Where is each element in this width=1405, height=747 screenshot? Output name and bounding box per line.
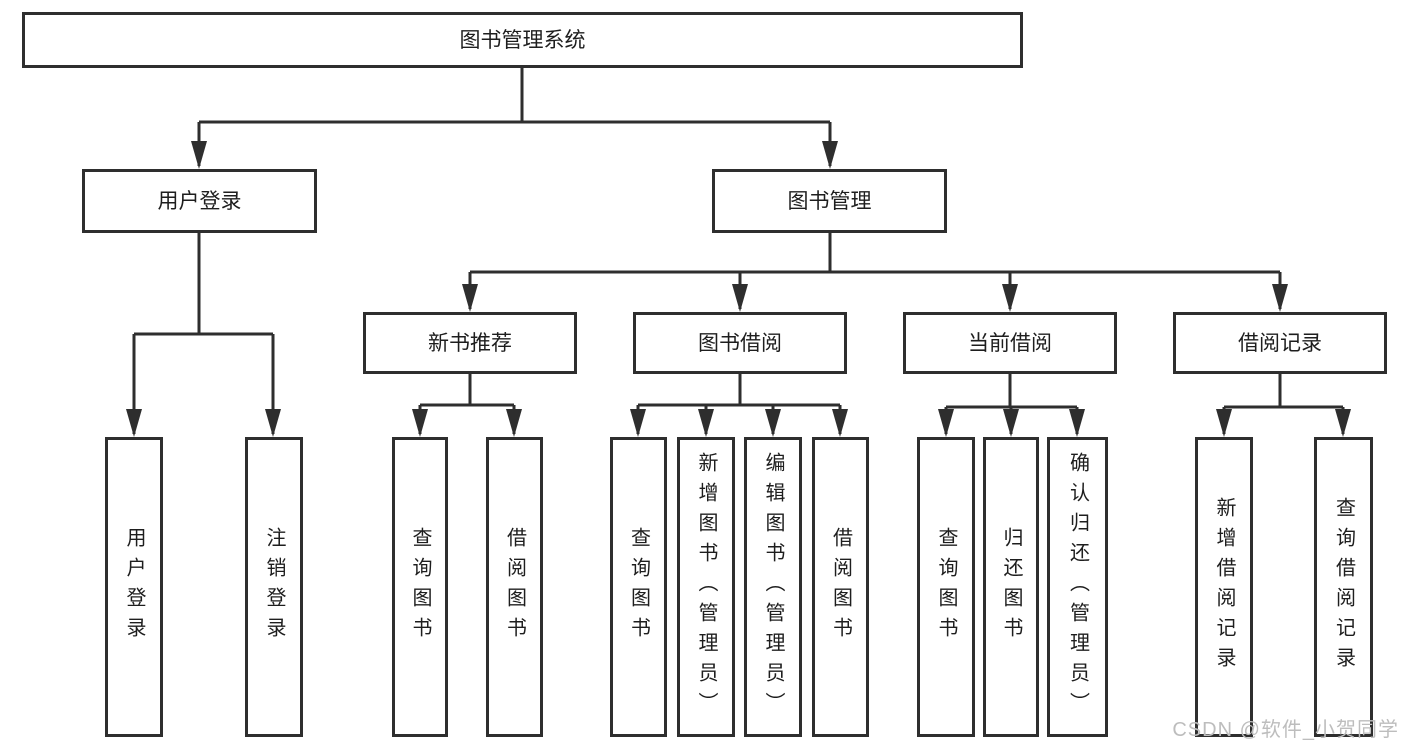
leaf-borrow-books: 借阅图书 <box>812 437 869 737</box>
leaf-query-books-current: 查询图书 <box>917 437 975 737</box>
node-user-login: 用户登录 <box>82 169 317 233</box>
leaf-add-borrow-record: 新增借阅记录 <box>1195 437 1253 737</box>
node-new-book-recommend: 新书推荐 <box>363 312 577 374</box>
leaf-borrow-books-recommend: 借阅图书 <box>486 437 543 737</box>
leaf-return-book: 归还图书 <box>983 437 1039 737</box>
leaf-user-login: 用户登录 <box>105 437 163 737</box>
node-root-library-management-system: 图书管理系统 <box>22 12 1023 68</box>
node-borrow-records: 借阅记录 <box>1173 312 1387 374</box>
leaf-query-books-borrow: 查询图书 <box>610 437 667 737</box>
leaf-confirm-return-admin: 确认归还（管理员） <box>1047 437 1108 737</box>
leaf-query-books-recommend: 查询图书 <box>392 437 448 737</box>
node-book-borrow: 图书借阅 <box>633 312 847 374</box>
leaf-logout: 注销登录 <box>245 437 303 737</box>
leaf-edit-book-admin: 编辑图书（管理员） <box>744 437 802 737</box>
leaf-query-borrow-record: 查询借阅记录 <box>1314 437 1373 737</box>
csdn-watermark: CSDN @软件_小贺同学 <box>1172 719 1399 741</box>
node-current-borrow: 当前借阅 <box>903 312 1117 374</box>
node-book-management: 图书管理 <box>712 169 947 233</box>
leaf-add-book-admin: 新增图书（管理员） <box>677 437 735 737</box>
